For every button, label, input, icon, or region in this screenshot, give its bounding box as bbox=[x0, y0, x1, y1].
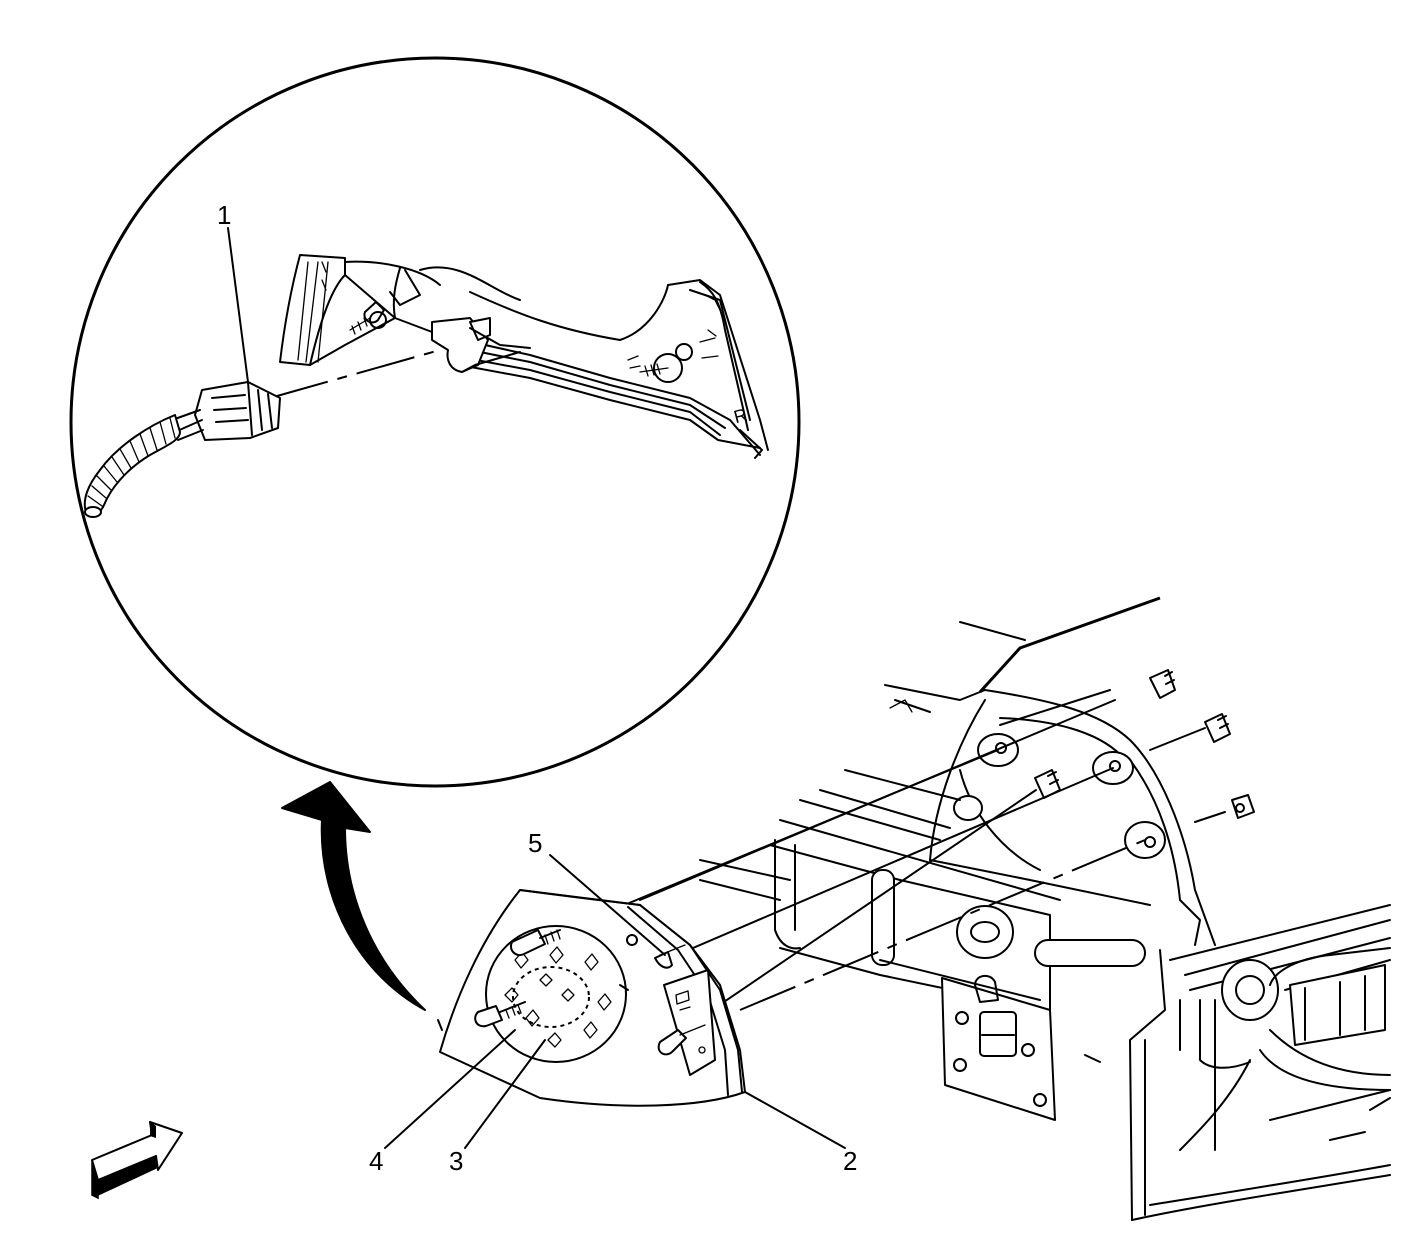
vehicle-front-direction-arrow-icon bbox=[91, 1121, 183, 1200]
lamp-mounting-nuts bbox=[1034, 669, 1255, 819]
inset-lamp-letter: R bbox=[732, 405, 750, 428]
detail-inset: R bbox=[69, 56, 801, 788]
alignment-lines bbox=[539, 689, 1226, 1026]
side-marker-lamp bbox=[654, 944, 716, 1076]
bulb-socket-4 bbox=[474, 1001, 526, 1028]
callout-1: 1 bbox=[217, 200, 231, 230]
callout-5: 5 bbox=[528, 828, 542, 858]
wiring-harness-connector bbox=[83, 381, 281, 518]
callout-3: 3 bbox=[449, 1146, 463, 1176]
inset-lamp-housing: R bbox=[279, 254, 769, 459]
nut-2 bbox=[1204, 713, 1231, 743]
tail-lamp-assembly bbox=[437, 889, 746, 1107]
leader-lines bbox=[227, 227, 846, 1149]
detail-view-arrow-icon bbox=[281, 781, 426, 1011]
nut-3 bbox=[1231, 794, 1255, 819]
bulb-socket-3 bbox=[510, 929, 561, 956]
lamp-lens-circle bbox=[485, 925, 627, 1063]
callout-4: 4 bbox=[369, 1146, 383, 1176]
nut-1 bbox=[1149, 669, 1176, 699]
vehicle-rear-body bbox=[699, 596, 1391, 1221]
callout-2: 2 bbox=[843, 1146, 857, 1176]
nut-4 bbox=[1034, 769, 1061, 799]
